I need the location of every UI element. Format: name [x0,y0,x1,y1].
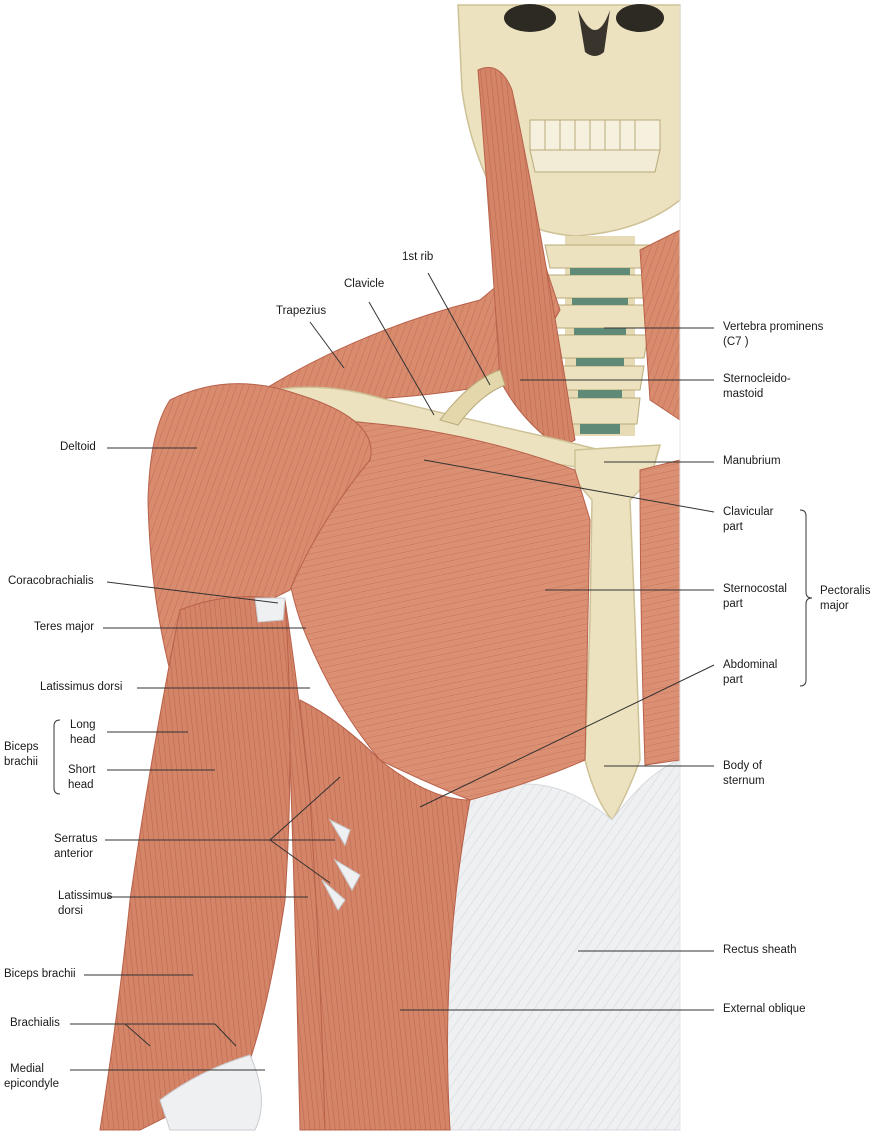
label-teres-major: Teres major [34,621,95,633]
label-rectus-sheath: Rectus sheath [723,944,797,956]
serratus-anterior-digitations [321,818,361,911]
pectoralis-right-edge [639,459,681,766]
label-latissimus-dorsi-upper: Latissimus dorsi [40,681,123,693]
arm-muscles [99,596,291,1131]
label-trapezius: Trapezius [276,305,327,317]
label-sternocleidomastoid: Sternocleido-mastoid [723,373,791,400]
label-first-rib: 1st rib [402,251,434,263]
label-vertebra-prominens: Vertebra prominens(C7 ) [723,321,824,348]
elbow-tendons [159,1054,262,1131]
trapezius-right [639,229,681,421]
label-external-oblique: External oblique [723,1003,806,1015]
label-manubrium: Manubrium [723,455,781,467]
leader-lines [53,272,813,1071]
coracobrachialis-tendon [254,597,286,623]
pectoralis-major-muscle [283,419,591,801]
label-clavicle: Clavicle [344,278,385,290]
cervical-vertebrae [544,236,656,436]
label-brachialis: Brachialis [10,1017,60,1029]
rectus-sheath [447,759,681,1131]
label-coracobrachialis: Coracobrachialis [8,575,94,587]
label-biceps-brachii: Biceps brachii [4,968,76,980]
label-deltoid: Deltoid [60,441,96,453]
